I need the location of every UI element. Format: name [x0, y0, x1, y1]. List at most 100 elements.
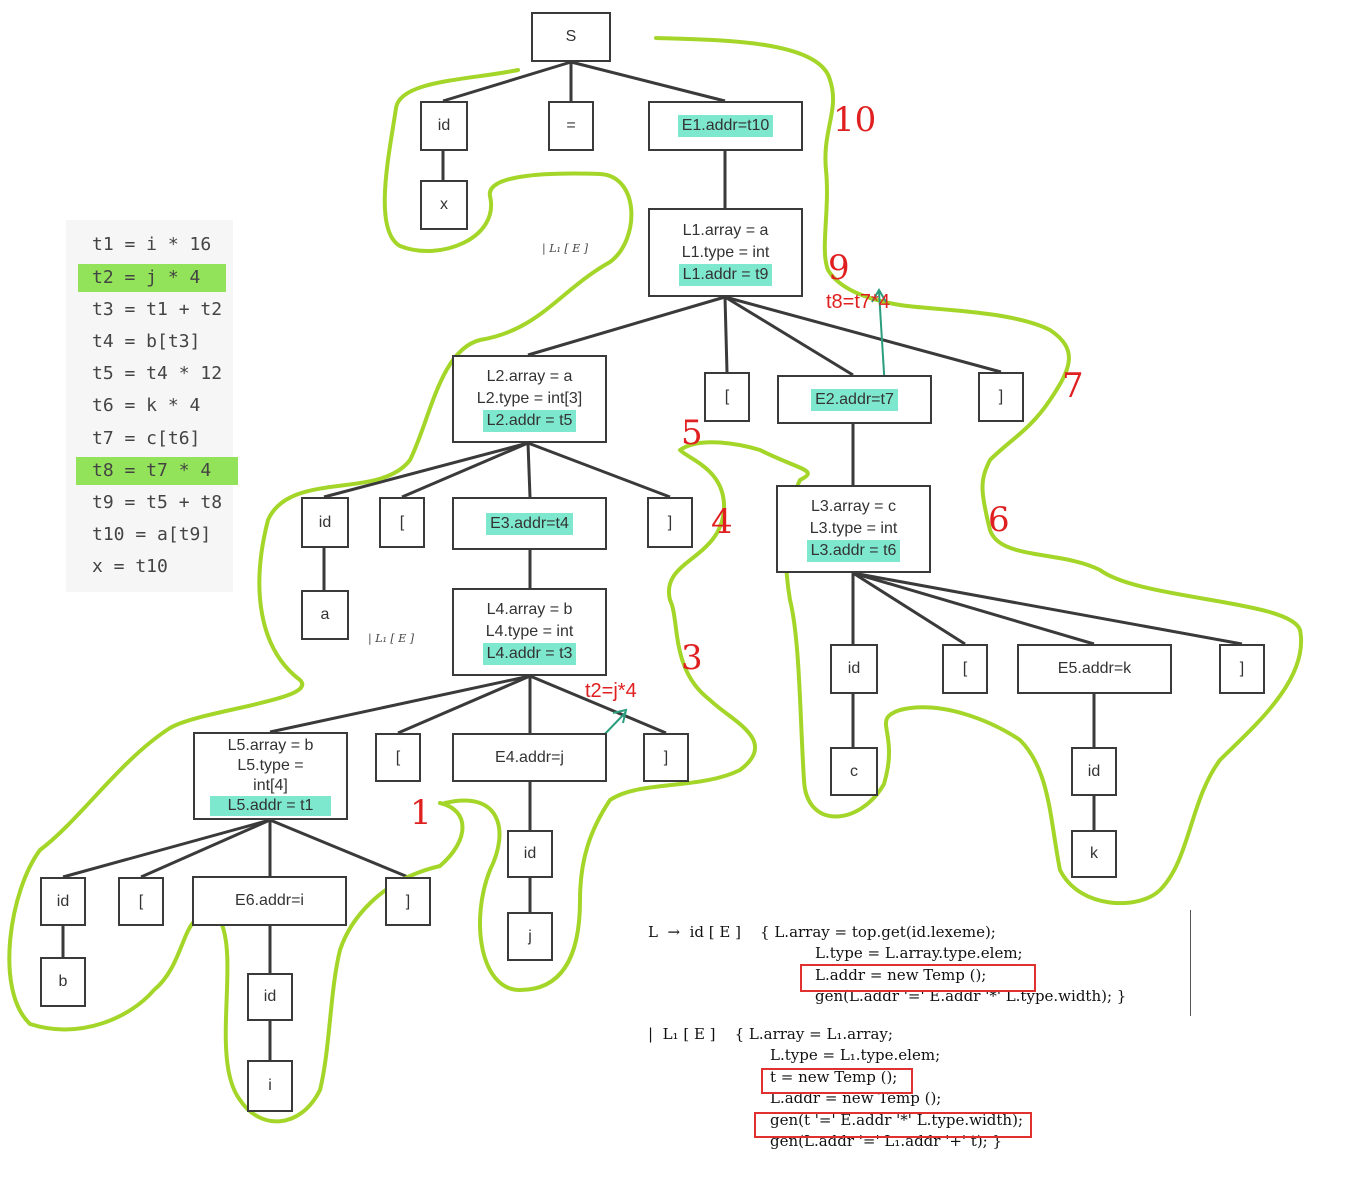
step-number: 7 — [1062, 366, 1084, 406]
semantic-rule-1: L → id [ E ] { L.array = top.get(id.lexe… — [648, 922, 1126, 1030]
node-a: a — [301, 590, 349, 640]
code-line: t4 = b[t3] — [92, 331, 201, 352]
node-lbracket-2-label: [ — [399, 513, 405, 531]
node-id-a: id — [301, 497, 349, 548]
node-L5-type: L5.type = — [237, 757, 304, 774]
step-number: 3 — [681, 638, 703, 678]
rule1-line: L → id [ E ] { L.array = top.get(id.lexe… — [648, 923, 996, 941]
rule2-line: L.type = L₁.type.elem; — [770, 1046, 941, 1064]
node-rbracket-4: ] — [643, 733, 689, 782]
code-line: t7 = c[t6] — [92, 428, 201, 449]
node-id-a-label: id — [318, 513, 332, 531]
code-line: t2 = j * 4 — [92, 267, 201, 288]
node-L1-array: L1.array = a — [682, 221, 769, 239]
divider — [1190, 910, 1191, 1016]
node-b: b — [40, 957, 86, 1007]
node-L4-type: L4.type = int — [485, 623, 574, 640]
tree-edges — [61, 60, 1243, 1060]
node-a-label: a — [320, 606, 330, 623]
rule1-line: L.addr = new Temp (); — [815, 966, 987, 984]
node-id-k: id — [1071, 747, 1117, 796]
node-id-c-label: id — [847, 660, 861, 677]
node-lbracket-4: [ — [375, 733, 421, 782]
node-L1: L1.array = a L1.type = int L1.addr = t9 — [648, 208, 803, 297]
faded-production-label: | L₁ [ E ] — [368, 632, 415, 645]
node-L3-addr: L3.addr = t6 — [806, 540, 901, 562]
node-id-b-label: id — [56, 892, 70, 910]
node-id-j: id — [507, 830, 553, 878]
node-b-label: b — [58, 973, 68, 990]
node-rbracket-3-label: ] — [1239, 660, 1245, 677]
node-E3-label: E3.addr=t4 — [486, 512, 573, 535]
node-i-label: i — [268, 1077, 272, 1094]
node-L4: L4.array = b L4.type = int L4.addr = t3 — [452, 588, 607, 676]
three-address-code: t1 = i * 16 t2 = j * 4 t3 = t1 + t2 t4 =… — [66, 220, 238, 592]
node-id-j-label: id — [523, 845, 537, 862]
code-line: t6 = k * 4 — [92, 395, 201, 416]
node-S: S — [531, 12, 611, 62]
node-rbracket-5: ] — [385, 877, 431, 926]
node-k: k — [1071, 830, 1117, 878]
node-E5: E5.addr=k — [1017, 644, 1172, 694]
node-id-k-label: id — [1087, 762, 1101, 780]
node-id-top-label: id — [437, 117, 451, 134]
rule2-line: t = new Temp (); — [770, 1068, 898, 1086]
node-L4-array: L4.array = b — [486, 601, 573, 618]
red-highlight-box — [754, 1112, 1032, 1138]
node-id-top: id — [420, 101, 468, 151]
step-number: 9 — [828, 248, 850, 288]
node-E4-label: E4.addr=j — [495, 748, 564, 766]
node-L3-type: L3.type = int — [809, 520, 898, 537]
node-rbracket-4-label: ] — [663, 748, 669, 766]
node-rbracket-3: ] — [1219, 644, 1265, 694]
node-L1-type: L1.type = int — [681, 243, 770, 261]
node-L4-addr: L4.addr = t3 — [482, 643, 577, 665]
red-highlight-box — [761, 1068, 913, 1094]
code-line: x = t10 — [92, 556, 168, 577]
code-line: t8 = t7 * 4 — [92, 460, 212, 481]
node-E4: E4.addr=j — [452, 733, 607, 782]
step-number: 4 — [711, 502, 733, 542]
code-line: t9 = t5 + t8 — [92, 492, 223, 513]
node-L3: L3.array = c L3.type = int L3.addr = t6 — [776, 485, 931, 573]
node-E5-label: E5.addr=k — [1057, 660, 1132, 677]
node-id-b: id — [40, 877, 86, 926]
node-equals-label: = — [566, 117, 576, 134]
node-L5: L5.array = b L5.type = int[4] L5.addr = … — [193, 732, 348, 820]
node-i: i — [247, 1060, 293, 1112]
node-rbracket-1-label: ] — [998, 388, 1004, 405]
node-j-label: j — [528, 927, 532, 945]
node-L5-type-cont: int[4] — [253, 777, 288, 794]
node-L1-addr: L1.addr = t9 — [678, 263, 773, 286]
node-id-i-label: id — [263, 988, 277, 1005]
annotation-t8: t8=t7*4 — [826, 291, 890, 313]
code-line: t1 = i * 16 — [92, 234, 212, 255]
node-L2-addr: L2.addr = t5 — [482, 410, 577, 432]
code-highlight-t2 — [78, 264, 226, 292]
node-L2-type: L2.type = int[3] — [476, 390, 583, 407]
code-line: t5 = t4 * 12 — [92, 363, 223, 384]
node-lbracket-1: [ — [704, 372, 750, 422]
node-L5-addr: L5.addr = t1 — [209, 796, 332, 816]
step-number: 5 — [681, 413, 703, 453]
node-id-i: id — [247, 973, 293, 1021]
node-lbracket-1-label: [ — [724, 388, 730, 405]
code-highlight-t8 — [76, 457, 238, 485]
rule2-line: | L₁ [ E ] { L.array = L₁.array; — [648, 1025, 893, 1043]
node-lbracket-3-label: [ — [962, 660, 968, 677]
node-E6: E6.addr=i — [192, 876, 347, 926]
node-E1: E1.addr=t10 — [648, 101, 803, 151]
node-lbracket-5: [ — [118, 877, 164, 926]
node-rbracket-1: ] — [978, 372, 1024, 422]
node-equals: = — [548, 101, 594, 151]
rule2-line: gen(t '=' E.addr '*' L.type.width); — [770, 1111, 1024, 1129]
node-c: c — [830, 747, 878, 796]
node-rbracket-5-label: ] — [405, 892, 411, 910]
rule1-line: L.type = L.array.type.elem; — [815, 944, 1023, 962]
semantic-rule-2: | L₁ [ E ] { L.array = L₁.array; L.type … — [648, 1024, 1023, 1175]
node-k-label: k — [1090, 845, 1098, 862]
node-x: x — [420, 180, 468, 230]
node-rbracket-2-label: ] — [667, 513, 673, 531]
step-number: 1 — [410, 793, 432, 833]
